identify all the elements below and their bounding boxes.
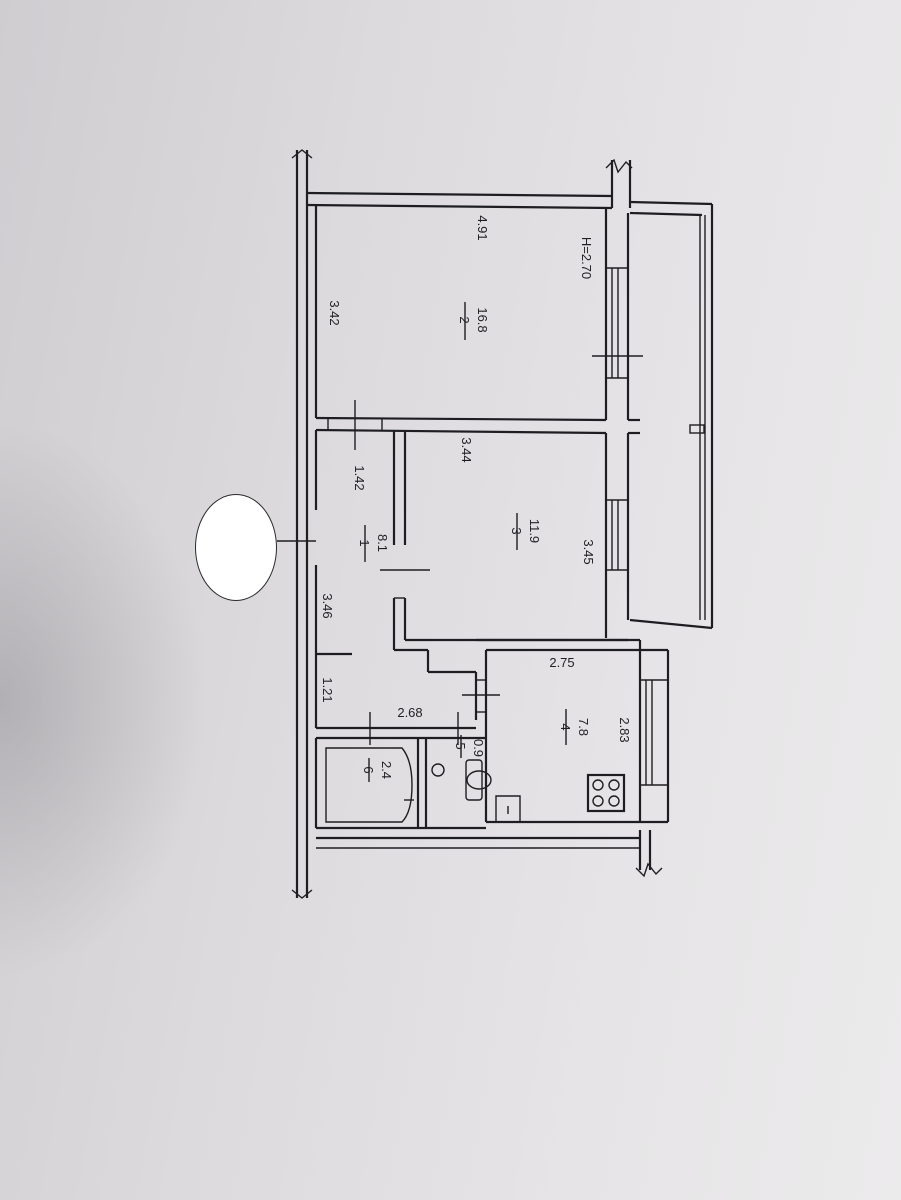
corridor-width: 1.21 — [320, 677, 335, 702]
room-3-width: 3.44 — [459, 437, 474, 462]
toilet-icon — [465, 759, 483, 801]
room-1-length: 3.46 — [320, 593, 335, 618]
exterior-wall — [291, 149, 313, 899]
top-wall — [306, 158, 713, 217]
room-4-width: 2.75 — [549, 655, 574, 670]
ceiling-height: H=2.70 — [579, 237, 594, 279]
corridor-length: 2.68 — [397, 705, 422, 720]
room-3-length: 3.45 — [581, 539, 596, 564]
room-4-length: 2.83 — [617, 717, 632, 742]
room-1-width: 1.42 — [352, 465, 367, 490]
room-2-length: 3.42 — [327, 300, 342, 325]
room-1-area: 8.1 — [375, 534, 390, 552]
room-2-width: 4.91 — [475, 215, 490, 240]
room-3-area: 11.9 — [527, 519, 542, 543]
room-4-area: 7.8 — [576, 718, 591, 736]
labels: 4.91 3.42 2 16.8 H=2.70 3.44 3.45 3 11.9… — [277, 215, 632, 782]
kitchen-walls — [476, 638, 670, 824]
photo-shadow — [0, 420, 210, 980]
room-2-area: 16.8 — [475, 307, 490, 332]
stove-icon — [586, 773, 626, 813]
facade-wall — [592, 208, 643, 638]
room-6-area: 2.4 — [379, 761, 394, 779]
bathtub-icon — [325, 747, 413, 823]
partition-2 — [315, 400, 607, 450]
redaction-mark — [195, 494, 277, 601]
sink-icon — [495, 795, 521, 822]
room-5-area: 0.9 — [471, 739, 486, 757]
bath-block — [314, 736, 663, 878]
balcony — [629, 204, 714, 630]
